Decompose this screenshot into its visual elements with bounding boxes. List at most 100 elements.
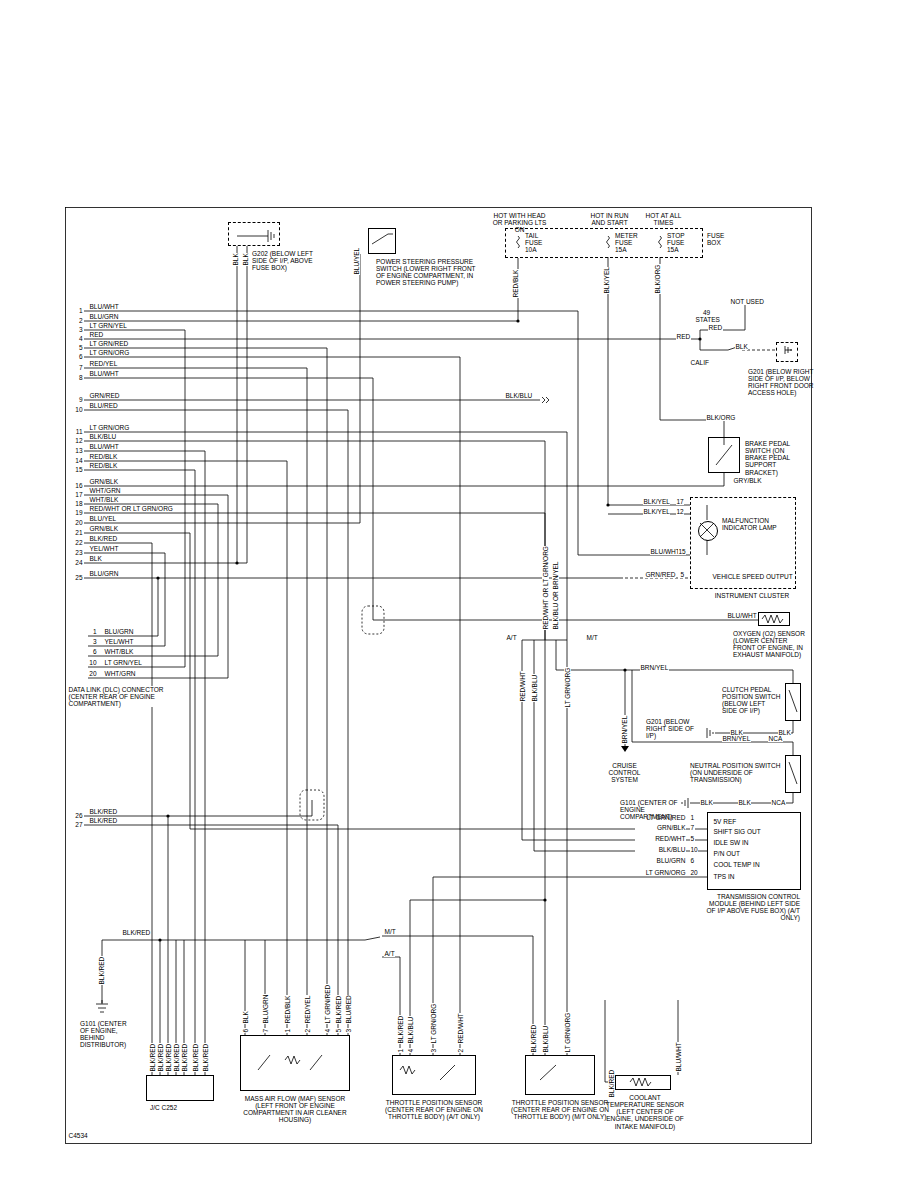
wire <box>84 553 165 646</box>
wire-label: BLU/WHT <box>89 303 119 310</box>
wire <box>84 246 247 563</box>
wire <box>84 533 707 829</box>
wire <box>84 473 724 486</box>
ground: G101 (CENTER OF ENGINE COMPARTMENT) <box>680 797 690 809</box>
wire-label: WHT/GRN <box>104 670 136 677</box>
wire-label: BLK/YEL <box>603 267 610 294</box>
wire-label: 1 <box>70 307 83 314</box>
wire-label: BLU/WHT <box>650 548 680 555</box>
wire-label: 24 <box>70 559 83 566</box>
wire-label: 2 <box>457 1048 464 1053</box>
ground-symbol <box>682 798 688 808</box>
component-label: NEUTRAL POSITION SWITCH (ON UNDERSIDE OF… <box>690 762 782 783</box>
wire-label: BLK/RED <box>89 535 118 542</box>
wire-label: BLK/RED <box>149 1043 156 1072</box>
wire-label: RED/WHT OR LT GRN/ORG <box>542 546 549 630</box>
resistor-symbol <box>630 1078 651 1086</box>
resistor-symbol <box>258 1055 322 1070</box>
wire-label: WHT/BLK <box>89 496 119 503</box>
wire <box>84 513 707 851</box>
wire-label: BLK/RED <box>89 817 118 824</box>
wire <box>84 470 195 1075</box>
component-label: G101 (CENTER OF ENGINE, BEHIND DISTRIBUT… <box>80 1020 134 1049</box>
wire-label: BLK/RED <box>98 956 105 985</box>
wire-label: BLK/RED <box>157 1043 164 1072</box>
wire-label: LT GRN/YEL <box>89 322 127 329</box>
wire-label: GRN/RED <box>89 392 120 399</box>
wire-label: BLU/GRN <box>635 857 686 864</box>
wire <box>84 504 218 656</box>
component-label: J/C C252 <box>150 1104 210 1111</box>
component-label: TAIL FUSE 10A <box>525 232 549 253</box>
wire-label: 6 <box>70 353 83 360</box>
switch-box: CLUTCH PEDAL POSITION SWITCH (BELOW LEFT… <box>785 683 801 721</box>
component-label: METER FUSE 15A <box>615 232 641 253</box>
wire <box>160 937 380 1075</box>
wire-label: 5 <box>690 835 695 842</box>
wire-label: 27 <box>70 821 83 828</box>
wire-label: LT GRN/ORG <box>564 1012 571 1053</box>
wire-label: A/T <box>384 950 395 957</box>
wire-label: NCA <box>768 735 783 742</box>
wire-label: HOT IN RUN AND START <box>588 212 631 226</box>
wire-label: 17 <box>676 498 684 505</box>
component-label: TRANSMISSION CONTROL MODULE (BEHIND LEFT… <box>700 893 800 922</box>
wire-label: 20 <box>70 519 83 526</box>
fuse-symbol <box>659 236 662 248</box>
wire-label: BLK <box>89 555 102 562</box>
component-label: BRAKE PEDAL SWITCH (ON BRAKE PEDAL SUPPO… <box>745 440 807 476</box>
sensor-box: OXYGEN (O2) SENSOR (LOWER CENTER FRONT O… <box>758 612 790 626</box>
lamp-circle: MALFUNCTION INDICATOR LAMP <box>698 521 718 541</box>
component-label: COOLANT TEMPERATURE SENSOR (LEFT CENTER … <box>605 1094 685 1130</box>
wire-label: 19 <box>70 509 83 516</box>
wire-label: BLU/WHT <box>89 443 119 450</box>
wire-label: 1 <box>284 1028 291 1033</box>
wire-label: 3 <box>70 326 83 333</box>
component-label: CLUTCH PEDAL POSITION SWITCH (BELOW LEFT… <box>722 686 782 715</box>
wire <box>84 397 549 403</box>
wire-label: 26 <box>70 812 83 819</box>
wire-label: LT GRN/ORG <box>430 1003 437 1044</box>
wire-label: CALIF <box>690 359 709 366</box>
wire-connector <box>433 877 707 1055</box>
wire-label: 6 <box>84 648 97 655</box>
wire-label: RED/BLK <box>89 453 118 460</box>
wire-label: A/T <box>506 634 517 641</box>
component-label: G202 (BELOW LEFT SIDE OF I/P, ABOVE FUSE… <box>252 250 324 271</box>
wire <box>84 825 338 1035</box>
wire <box>84 495 228 678</box>
wire <box>605 1000 678 1082</box>
wire-label: LT GRN/ORG <box>89 424 130 431</box>
wire-label: RED/WHT OR LT GRN/ORG <box>89 505 173 512</box>
wire-label: M/T <box>586 634 598 641</box>
wire <box>84 258 518 321</box>
component-label: THROTTLE POSITION SENSOR (CENTER REAR OF… <box>510 1099 610 1120</box>
wire-label: 4 <box>324 1028 331 1033</box>
wire-label: 10 <box>84 659 97 666</box>
lamp-symbol <box>700 523 714 537</box>
wire-label: 5 <box>335 1028 342 1033</box>
switch-box: BRAKE PEDAL SWITCH (ON BRAKE PEDAL SUPPO… <box>708 437 740 473</box>
fuse: TAIL FUSE 10A <box>513 231 549 257</box>
ground-box: G201 (BELOW RIGHT SIDE OF I/P, BELOW RIG… <box>776 342 798 362</box>
switch-symbol <box>789 690 797 712</box>
wire-label: RED/WHT <box>519 671 526 702</box>
wire-label: YEL/WHT <box>104 638 134 645</box>
wire-label: 11 <box>70 428 83 435</box>
wire <box>84 410 348 1035</box>
wire-label: BLK/BLU <box>407 1016 414 1044</box>
wire-label: LT GRN/YEL <box>104 659 142 666</box>
switch-box: NEUTRAL POSITION SWITCH (ON UNDERSIDE OF… <box>785 755 801 793</box>
wire-label: BLU/WHT <box>675 1042 682 1072</box>
component-label: G201 (BELOW RIGHT SIDE OF I/P) <box>646 718 702 739</box>
wire-connector <box>608 257 690 505</box>
wire-label: BLK <box>738 799 751 806</box>
fuse: STOP FUSE 15A <box>655 231 691 257</box>
wire-label: 4 <box>70 335 83 342</box>
wire-label: BLK/ORG <box>654 264 661 294</box>
sensor-symbol <box>762 615 783 623</box>
junction-dot <box>516 319 519 322</box>
ground: G101 (CENTER OF ENGINE, BEHIND DISTRIBUT… <box>96 1003 108 1017</box>
wire-label: WHT/GRN <box>89 487 121 494</box>
